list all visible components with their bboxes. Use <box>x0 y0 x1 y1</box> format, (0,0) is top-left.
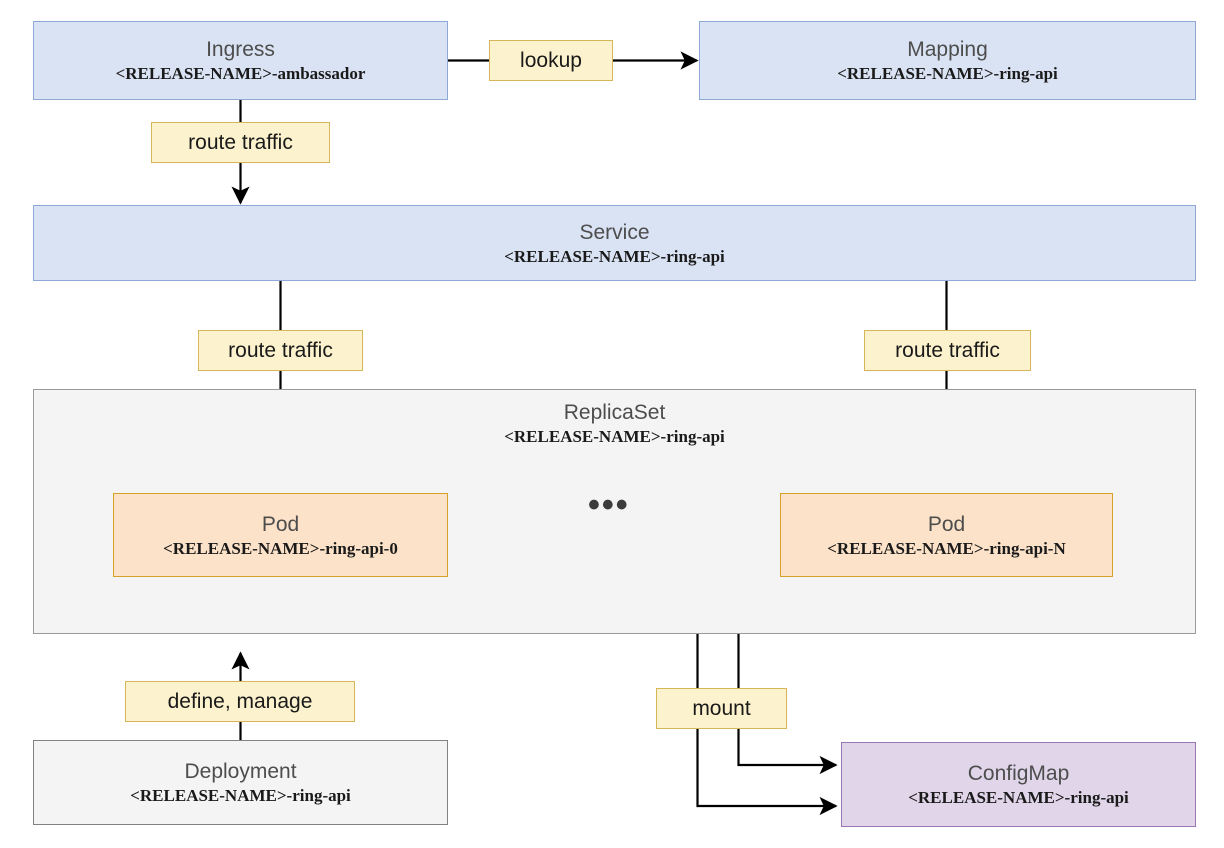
service-title: Service <box>579 220 650 244</box>
edge-label-mount[interactable]: mount <box>656 688 787 729</box>
pods-ellipsis-marker: ••• <box>588 486 630 524</box>
edge-label-lookup[interactable]: lookup <box>489 40 613 81</box>
replicaset-subtitle: <RELEASE-NAME>-ring-api <box>504 427 725 446</box>
service-subtitle: <RELEASE-NAME>-ring-api <box>504 246 725 266</box>
mapping-title: Mapping <box>907 38 988 61</box>
edge-label-define-manage[interactable]: define, manage <box>125 681 355 722</box>
mapping-node[interactable]: Mapping <RELEASE-NAME>-ring-api <box>699 21 1196 100</box>
configmap-node[interactable]: ConfigMap <RELEASE-NAME>-ring-api <box>841 742 1196 827</box>
pod-last-subtitle: <RELEASE-NAME>-ring-api-N <box>827 538 1066 558</box>
edge-label-route-traffic-ingress-service[interactable]: route traffic <box>151 122 330 163</box>
mapping-subtitle: <RELEASE-NAME>-ring-api <box>837 64 1058 83</box>
edge-label-route-traffic-pod-first[interactable]: route traffic <box>198 330 363 371</box>
deployment-node[interactable]: Deployment <RELEASE-NAME>-ring-api <box>33 740 448 825</box>
deployment-subtitle: <RELEASE-NAME>-ring-api <box>130 786 351 805</box>
configmap-subtitle: <RELEASE-NAME>-ring-api <box>908 788 1129 807</box>
edge-label-route-traffic-pod-last[interactable]: route traffic <box>864 330 1031 371</box>
pod-first-node[interactable]: Pod <RELEASE-NAME>-ring-api-0 <box>113 493 448 577</box>
ingress-subtitle: <RELEASE-NAME>-ambassador <box>115 64 366 83</box>
ingress-node[interactable]: Ingress <RELEASE-NAME>-ambassador <box>33 21 448 100</box>
pod-last-title: Pod <box>927 512 966 536</box>
replicaset-group-label: ReplicaSet <RELEASE-NAME>-ring-api <box>34 400 1195 447</box>
deployment-title: Deployment <box>184 760 297 783</box>
service-node[interactable]: Service <RELEASE-NAME>-ring-api <box>33 205 1196 281</box>
pod-last-node[interactable]: Pod <RELEASE-NAME>-ring-api-N <box>780 493 1113 577</box>
replicaset-title: ReplicaSet <box>563 401 666 424</box>
pod-first-subtitle: <RELEASE-NAME>-ring-api-0 <box>163 538 398 558</box>
configmap-title: ConfigMap <box>967 762 1070 785</box>
ingress-title: Ingress <box>206 38 275 61</box>
pod-first-title: Pod <box>261 512 300 536</box>
